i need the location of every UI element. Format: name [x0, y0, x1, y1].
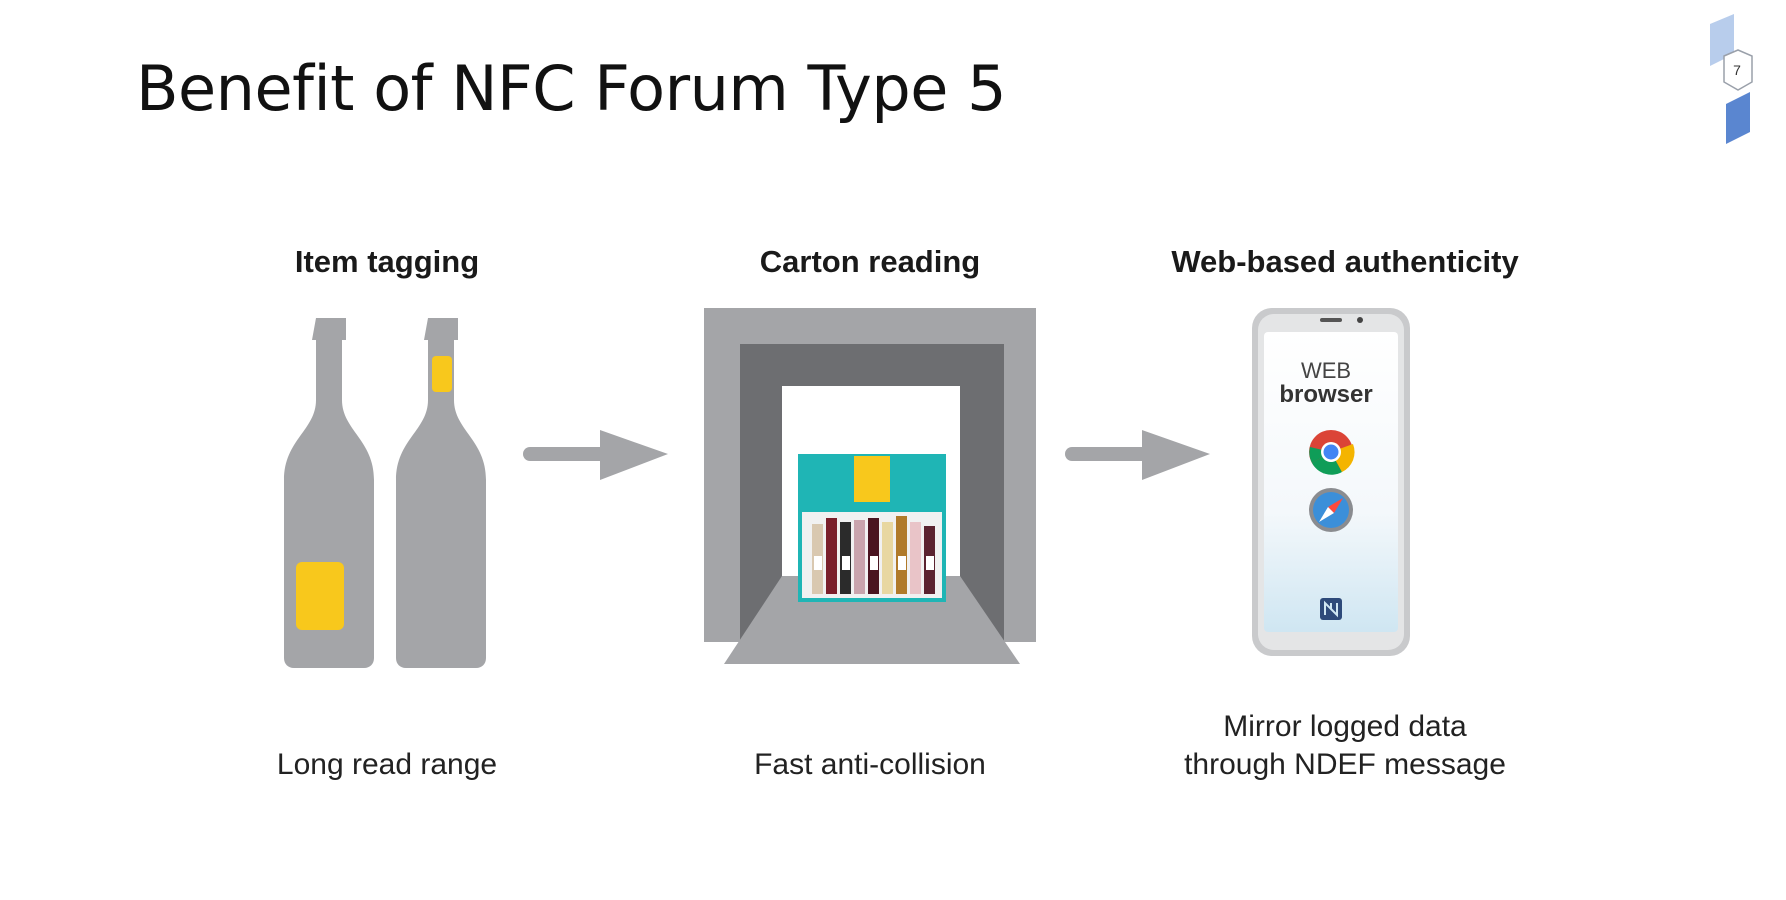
bottle-left-icon — [284, 318, 374, 668]
heading-item-tagging: Item tagging — [294, 244, 480, 279]
smartphone-icon — [1252, 308, 1410, 656]
corner-logo-icon — [1710, 14, 1753, 144]
wine-carton-icon — [798, 454, 946, 602]
heading-web-authenticity: Web-based authenticity — [1171, 244, 1519, 279]
arrow-right-icon-2 — [1065, 430, 1210, 480]
slide-title: Benefit of NFC Forum Type 5 — [136, 52, 1007, 125]
heading-carton-reading: Carton reading — [759, 244, 981, 279]
tag-neck-yellow — [432, 356, 452, 392]
caption-long-read-range: Long read range — [276, 748, 498, 781]
nfc-icon — [1320, 598, 1342, 620]
chrome-icon — [1309, 430, 1355, 475]
phone-browser-label: browser — [1279, 381, 1373, 408]
bottle-right-icon — [396, 318, 486, 668]
arrow-right-icon-1 — [523, 430, 668, 480]
tag-bottom-yellow — [296, 562, 344, 630]
page-number: 7 — [1733, 62, 1741, 78]
phone-web-label: WEB — [1300, 358, 1352, 383]
caption-mirror-line1: Mirror logged data — [1223, 710, 1467, 743]
caption-fast-anti-collision: Fast anti-collision — [754, 748, 986, 781]
caption-mirror-line2: through NDEF message — [1184, 748, 1506, 781]
safari-icon — [1309, 488, 1353, 532]
